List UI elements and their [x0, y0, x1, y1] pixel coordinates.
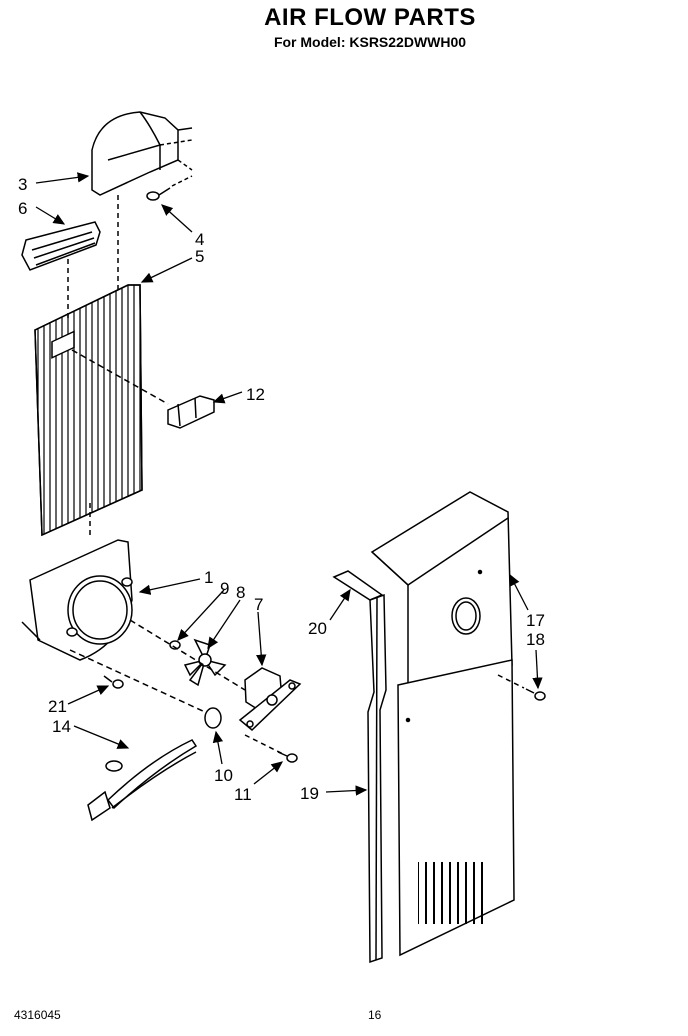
callout-17: 17	[526, 611, 545, 630]
callout-5: 5	[195, 247, 204, 266]
fan-blade-part-8	[183, 638, 227, 687]
callout-10: 10	[214, 766, 233, 785]
callout-14: 14	[52, 717, 71, 736]
heater-part-14	[87, 739, 198, 822]
callout-labels: 3 6 4 5 12 1 9 8 7 10 11 21 14 20 17 18 …	[18, 175, 545, 804]
page-title: AIR FLOW PARTS	[264, 4, 476, 31]
screw-part-11	[244, 734, 298, 763]
screw-part-21	[103, 675, 124, 689]
gasket-part-20	[332, 570, 384, 601]
fan-shroud-part-1	[21, 500, 133, 661]
air-duct-part-3	[91, 111, 193, 196]
callout-11: 11	[234, 785, 252, 804]
callout-9: 9	[220, 579, 229, 598]
grille-part-6	[21, 221, 101, 271]
callout-18: 18	[526, 630, 545, 649]
footer-part-number: 4316045	[14, 1008, 61, 1022]
screw-part-18	[497, 674, 546, 701]
evaporator-cover-part-5	[34, 195, 143, 537]
rear-panel-part-17	[370, 491, 515, 957]
callout-12: 12	[246, 385, 265, 404]
callout-1: 1	[204, 568, 213, 587]
callout-21: 21	[48, 697, 67, 716]
model-subtitle: For Model: KSRS22DWWH00	[273, 34, 467, 50]
callout-3: 3	[18, 175, 27, 194]
grommet-part-10	[69, 649, 222, 729]
callout-7: 7	[254, 595, 263, 614]
channel-part-19	[367, 593, 387, 964]
clip-part-9	[169, 640, 181, 650]
callout-6: 6	[18, 199, 27, 218]
callout-8: 8	[236, 583, 245, 602]
fan-motor-part-7	[129, 619, 302, 732]
callout-20: 20	[308, 619, 327, 638]
callout-19: 19	[300, 784, 319, 803]
screw-part-4	[146, 175, 193, 201]
sensor-part-12	[71, 349, 215, 429]
callout-4: 4	[195, 230, 204, 249]
footer-page-number: 16	[368, 1008, 382, 1022]
callout-leaders	[35, 172, 543, 796]
